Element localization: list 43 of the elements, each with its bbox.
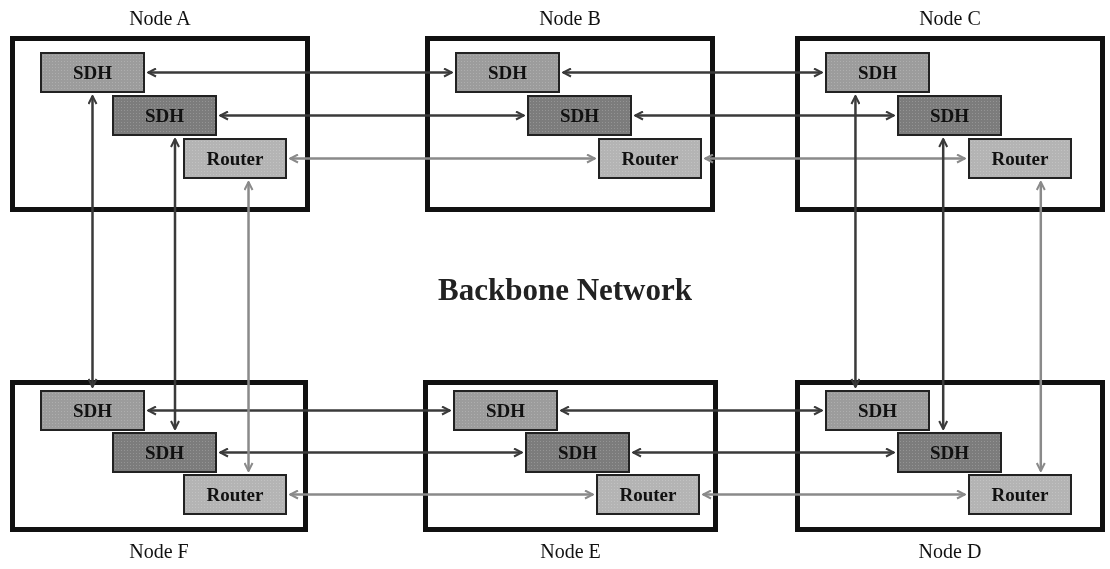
sdh-box: SDH bbox=[455, 52, 560, 93]
sdh-box: SDH bbox=[525, 432, 630, 473]
double-arrow bbox=[289, 489, 594, 500]
router-box: Router bbox=[183, 474, 287, 515]
sdh-box: SDH bbox=[825, 390, 930, 431]
sdh-box: SDH bbox=[897, 95, 1002, 136]
node-heading: Node C bbox=[918, 7, 982, 30]
sdh-box: SDH bbox=[897, 432, 1002, 473]
double-arrow bbox=[219, 110, 525, 121]
router-box: Router bbox=[968, 138, 1072, 179]
node-heading: Node A bbox=[128, 7, 192, 30]
router-box: Router bbox=[183, 138, 287, 179]
double-arrow bbox=[632, 447, 895, 458]
node-heading: Node B bbox=[538, 7, 602, 30]
double-arrow bbox=[562, 67, 823, 78]
double-arrow bbox=[87, 95, 98, 388]
double-arrow bbox=[702, 489, 966, 500]
sdh-box: SDH bbox=[112, 432, 217, 473]
double-arrow bbox=[634, 110, 895, 121]
double-arrow bbox=[147, 67, 453, 78]
double-arrow bbox=[289, 153, 596, 164]
node-heading: Node D bbox=[917, 540, 983, 563]
sdh-box: SDH bbox=[527, 95, 632, 136]
double-arrow bbox=[850, 95, 861, 388]
double-arrow bbox=[938, 138, 949, 430]
double-arrow bbox=[243, 181, 254, 472]
sdh-box: SDH bbox=[112, 95, 217, 136]
double-arrow bbox=[219, 447, 523, 458]
node-heading: Node F bbox=[128, 540, 190, 563]
router-box: Router bbox=[968, 474, 1072, 515]
node-heading: Node E bbox=[539, 540, 602, 563]
double-arrow bbox=[1035, 181, 1046, 472]
sdh-box: SDH bbox=[40, 52, 145, 93]
sdh-box: SDH bbox=[453, 390, 558, 431]
double-arrow bbox=[704, 153, 966, 164]
double-arrow bbox=[147, 405, 451, 416]
router-box: Router bbox=[598, 138, 702, 179]
double-arrow bbox=[170, 138, 180, 430]
diagram-title: Backbone Network bbox=[437, 272, 693, 308]
sdh-box: SDH bbox=[40, 390, 145, 431]
sdh-box: SDH bbox=[825, 52, 930, 93]
router-box: Router bbox=[596, 474, 700, 515]
double-arrow bbox=[560, 405, 823, 416]
